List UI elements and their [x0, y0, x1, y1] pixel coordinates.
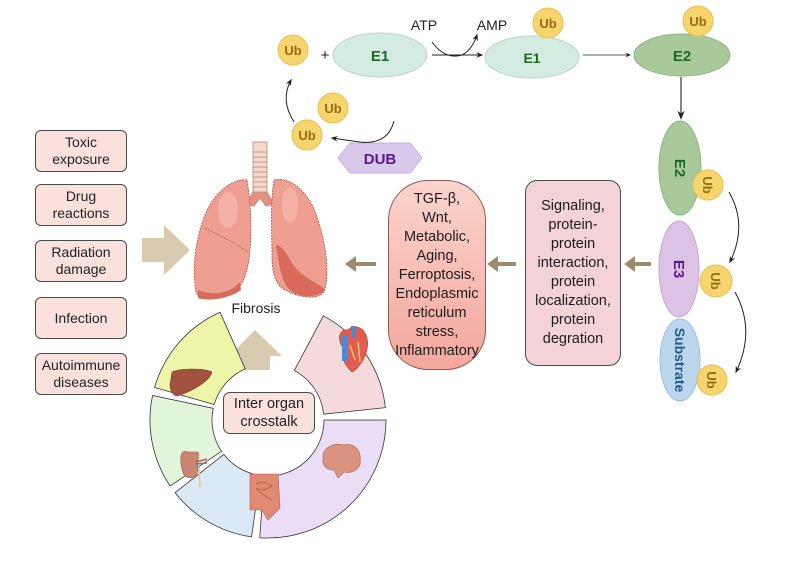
e2-ub-complex: E2 Ub — [633, 5, 731, 77]
cause-drug-reactions: Drug reactions — [35, 184, 127, 226]
e3-label: E3 — [670, 260, 687, 278]
crosstalk-arrow — [229, 330, 282, 370]
substrate-label: Substrate — [672, 328, 688, 393]
ub-label: Ub — [284, 43, 301, 58]
ub-released-pair: Ub Ub — [291, 92, 349, 151]
ub-label: Ub — [700, 176, 715, 193]
ub-to-substrate-arrow — [734, 291, 747, 374]
e2-vertical-label: E2 — [671, 159, 688, 177]
substrate: Substrate Ub — [659, 318, 728, 402]
atp-label: ATP — [411, 17, 437, 33]
e2-vertical: E2 Ub — [658, 120, 724, 216]
pathways-text: TGF-β, Wnt, Metabolic, Aging, Ferroptosi… — [395, 190, 479, 359]
cause-label: Autoimmune diseases — [41, 357, 121, 390]
e1-loaded-label: E1 — [523, 50, 540, 66]
ub-recycle-arrow — [285, 78, 295, 123]
function-to-pathway-arrow — [487, 256, 516, 272]
plus-sign: + — [321, 47, 330, 64]
inter-organ-crosstalk-label: Inter organ crosstalk — [223, 392, 315, 434]
cause-infection: Infection — [35, 297, 127, 339]
crosstalk-text: Inter organ crosstalk — [233, 396, 305, 430]
cause-label: Toxic exposure — [52, 134, 110, 167]
dub-label: DUB — [364, 151, 397, 168]
ub-label: Ub — [689, 14, 706, 29]
ub-label: Ub — [324, 101, 341, 116]
e2-label: E2 — [673, 48, 691, 65]
cascade-to-function-arrow — [624, 256, 651, 272]
e1-enzyme: E1 — [332, 32, 428, 78]
ub-free: Ub — [277, 34, 309, 66]
ub-label: Ub — [539, 16, 556, 31]
organ-segment-brain — [259, 419, 387, 539]
brain-icon — [322, 443, 361, 479]
heart-icon — [339, 326, 368, 373]
ub-label: Ub — [298, 128, 315, 143]
dub-enzyme: DUB — [337, 142, 423, 174]
ub-transfer-arrow — [728, 191, 740, 264]
e3-ligase: E3 Ub — [658, 220, 733, 318]
e1-label: E1 — [371, 48, 389, 65]
ubiquitination-functions-box: Signaling, protein- protein interaction,… — [525, 180, 621, 366]
cause-label: Radiation damage — [51, 244, 111, 277]
cause-toxic-exposure: Toxic exposure — [35, 130, 127, 172]
liver-icon — [169, 368, 213, 397]
kidney-icon — [180, 451, 208, 488]
fibrosis-pathways-box: TGF-β, Wnt, Metabolic, Aging, Ferroptosi… — [388, 180, 486, 370]
amp-label: AMP — [477, 17, 507, 33]
cause-autoimmune-diseases: Autoimmune diseases — [35, 353, 127, 395]
e1-ub-complex: E1 Ub — [484, 7, 580, 79]
ub-label: Ub — [708, 272, 723, 289]
pathway-to-fibrosis-arrow — [345, 256, 376, 272]
cause-radiation-damage: Radiation damage — [35, 240, 127, 282]
organ-segment-liver — [154, 311, 246, 406]
cause-label: Drug reactions — [52, 188, 110, 221]
functions-text: Signaling, protein- protein interaction,… — [535, 198, 611, 347]
organ-segment-intestine — [174, 453, 261, 538]
causes-arrow — [142, 225, 190, 275]
ub-label: Ub — [704, 371, 719, 388]
cause-label: Infection — [54, 309, 108, 326]
lungs-icon — [193, 141, 328, 300]
intestine-icon — [249, 473, 281, 521]
atp-consumption-arrow — [431, 33, 478, 57]
fibrosis-label: Fibrosis — [231, 300, 280, 316]
dub-release-arrow — [330, 120, 395, 143]
